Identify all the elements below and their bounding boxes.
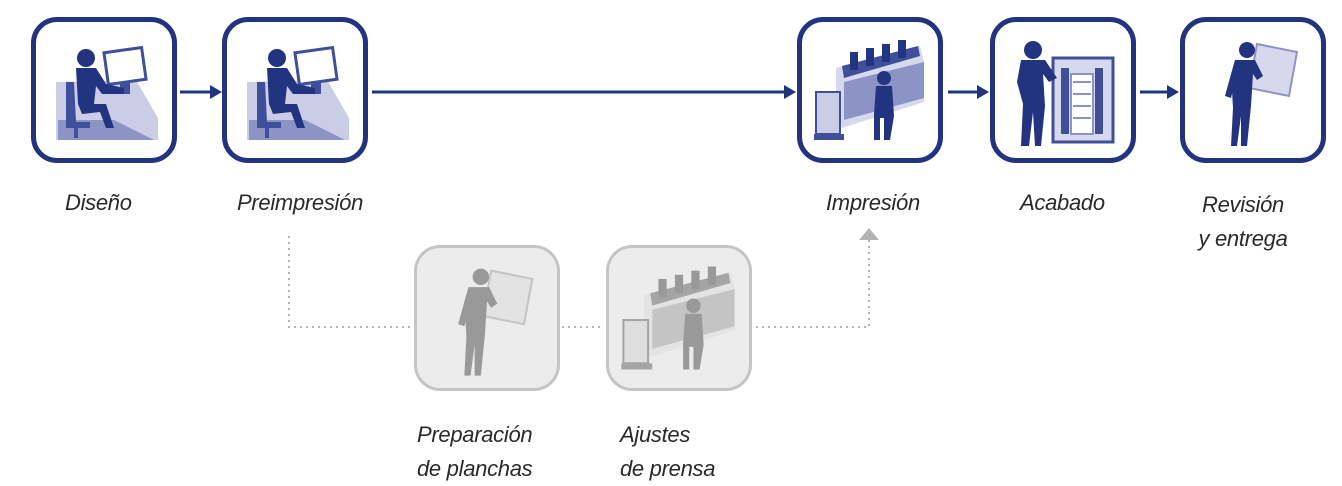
label-line: de planchas	[417, 456, 533, 481]
workstation-operator-icon	[54, 46, 160, 142]
step-review-box	[1180, 17, 1326, 163]
inspector-with-plate-icon	[457, 267, 534, 377]
label-line: de prensa	[620, 456, 716, 481]
finishing-machine-operator-icon	[1015, 39, 1115, 148]
label-line: Acabado	[1020, 190, 1105, 215]
arrowhead-review	[1167, 85, 1179, 99]
step-plates-label: Preparación de planchas	[417, 418, 533, 486]
inspector-with-sheet-icon	[1224, 41, 1298, 147]
step-review-label: Revisión y entrega	[1194, 188, 1292, 256]
arrowhead-print	[784, 85, 796, 99]
step-plates-box	[414, 245, 560, 391]
label-line: Preimpresión	[237, 190, 364, 215]
step-design-label: Diseño	[65, 186, 132, 220]
main-flow-connectors	[180, 85, 1179, 99]
step-print-label: Impresión	[826, 186, 920, 220]
arrowhead-prepress	[210, 85, 222, 99]
label-line: Impresión	[826, 190, 920, 215]
skipped-flow-connector	[288, 236, 870, 328]
step-design-box	[31, 17, 177, 163]
label-line: Revisión	[1202, 192, 1284, 217]
step-finish-box	[990, 17, 1136, 163]
step-makeready-label: Ajustes de prensa	[620, 418, 715, 486]
step-prepress-label: Preimpresión	[237, 186, 363, 220]
label-line: Diseño	[65, 190, 132, 215]
label-line: y entrega	[1198, 226, 1288, 251]
label-line: Ajustes	[620, 422, 691, 447]
dotted-path-makeready-to-print	[756, 240, 870, 328]
printing-press-operator-icon	[620, 265, 736, 371]
dotted-arrowhead-print	[859, 228, 879, 240]
dotted-path-prepress-to-print	[288, 236, 412, 328]
printing-press-operator-icon	[813, 39, 925, 141]
step-prepress-box	[222, 17, 368, 163]
step-print-box	[797, 17, 943, 163]
arrowhead-finish	[977, 85, 989, 99]
workstation-operator-icon	[245, 46, 351, 142]
step-makeready-box	[606, 245, 752, 391]
step-finish-label: Acabado	[1020, 186, 1105, 220]
label-line: Preparación	[417, 422, 533, 447]
